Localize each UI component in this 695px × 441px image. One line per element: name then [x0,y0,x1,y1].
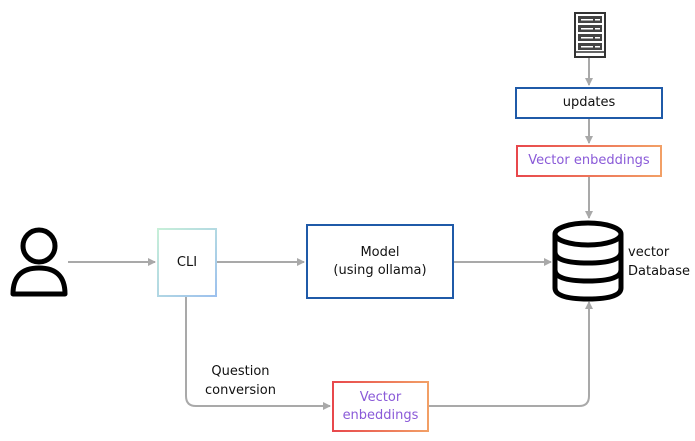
model-node[interactable]: Model (using ollama) [306,224,454,299]
vector-embeddings-top-label: Vector enbeddings [528,153,650,168]
vector-embeddings-bottom-line1: Vector [359,389,402,405]
cli-node[interactable]: CLI [157,228,217,297]
cli-label: CLI [176,254,198,270]
arrow-vector-bottom-to-database [429,301,593,407]
updates-label: updates [562,95,616,110]
question-conversion-line1: Question [211,364,270,379]
model-sublabel: (using ollama) [333,262,427,278]
database-label-line1: vector [628,245,670,260]
database-icon [552,220,624,302]
database-label: vector Database [628,243,690,281]
vector-embeddings-top-node[interactable]: Vector enbeddings [516,145,662,177]
database-label-line2: Database [628,264,691,279]
model-label: Model [360,244,400,260]
vector-embeddings-bottom-node[interactable]: Vector enbeddings [332,381,429,432]
arrow-cli-to-vector-bottom [185,297,331,410]
vector-embeddings-bottom-line2: enbeddings [342,407,419,423]
updates-node[interactable]: updates [515,87,663,119]
server-icon [574,12,606,58]
question-conversion-line2: conversion [205,383,276,398]
question-conversion-label: Question conversion [205,362,276,400]
user-icon [10,227,68,297]
